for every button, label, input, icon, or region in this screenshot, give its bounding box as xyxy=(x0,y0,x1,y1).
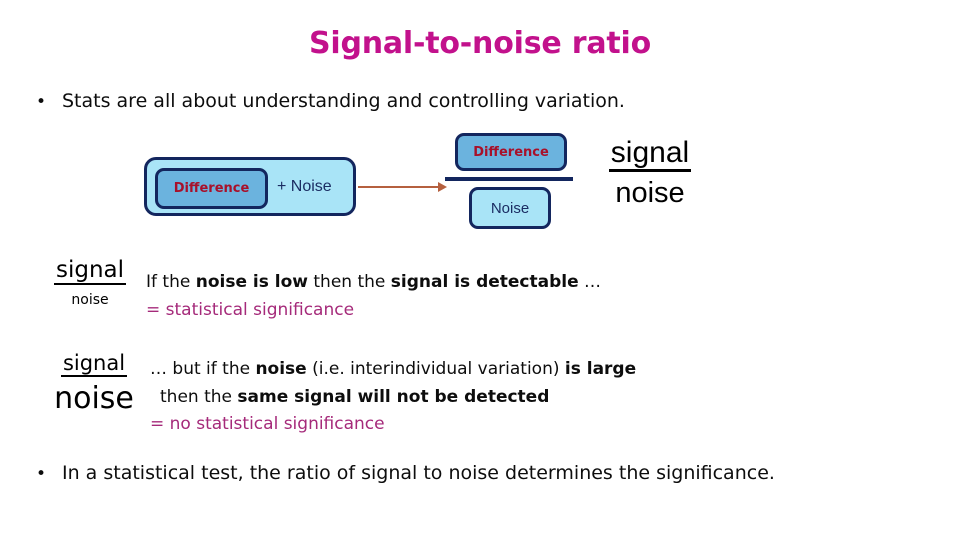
diagram-boxed-fraction: Difference Noise xyxy=(445,130,575,236)
explanation-1-line-1-a: If the xyxy=(146,272,196,292)
diagram-fraction-bar xyxy=(445,177,573,181)
bullet-bottom-text: In a statistical test, the ratio of sign… xyxy=(62,462,775,484)
explanation-2-line-1-b: noise xyxy=(255,359,307,379)
explanation-2-line-1: … but if the noise (i.e. interindividual… xyxy=(150,356,636,384)
diagram-fraction-numerator-label: Difference xyxy=(473,144,549,160)
explanation-2-fraction-numerator: signal xyxy=(60,352,128,378)
explanation-2-line-2: then the same signal will not be detecte… xyxy=(150,384,636,412)
explanation-1-fraction-denominator: noise xyxy=(71,292,109,309)
explanation-2-line-2-a: then the xyxy=(160,386,238,407)
diagram-plus-noise-label: + Noise xyxy=(277,177,332,195)
explanation-1-line-1-b: noise is low xyxy=(195,272,308,292)
explanation-2-line-1-c: (i.e. interindividual variation) xyxy=(306,359,565,379)
diagram-fraction-numerator-box: Difference xyxy=(455,133,567,171)
explanation-2-fraction-denominator: noise xyxy=(54,381,134,417)
explanation-2-line-1-d: is large xyxy=(564,359,637,379)
explanation-1-line-2: = statistical significance xyxy=(146,299,355,320)
diagram-outer-box: Difference + Noise xyxy=(144,157,356,216)
explanation-1-line-1: If the noise is low then the signal is d… xyxy=(146,269,601,297)
diagram-plain-fraction-numerator: signal xyxy=(608,138,692,172)
bullet-marker-icon: • xyxy=(36,92,47,112)
explanation-2-line-3: = no statistical significance xyxy=(150,414,385,435)
signal-noise-diagram: Difference + Noise Difference Noise sign… xyxy=(140,130,720,240)
diagram-inner-difference-box: Difference xyxy=(155,168,268,209)
explanation-2-fraction: signal noise xyxy=(42,352,146,415)
bullet-top-text: Stats are all about understanding and co… xyxy=(62,90,625,112)
diagram-plain-fraction: signal noise xyxy=(585,138,715,208)
explanation-1-text: If the noise is low then the signal is d… xyxy=(146,258,601,324)
bullet-top: • Stats are all about understanding and … xyxy=(36,90,625,112)
arrow-head xyxy=(438,182,447,192)
diagram-plain-fraction-denominator: noise xyxy=(615,177,685,209)
explanation-block-high-noise: signal noise … but if the noise (i.e. in… xyxy=(42,352,636,439)
explanation-2-line-2-b: same signal will not be detected xyxy=(237,386,550,407)
explanation-2-line-1-a: … but if the xyxy=(150,359,256,379)
explanation-2-text: … but if the noise (i.e. interindividual… xyxy=(150,352,636,439)
arrow-line xyxy=(358,186,440,188)
explanation-1-line-1-c: then the xyxy=(307,272,391,292)
page-title: Signal-to-noise ratio xyxy=(308,26,652,61)
diagram-fraction-denominator-box: Noise xyxy=(469,187,551,229)
diagram-fraction-denominator-label: Noise xyxy=(490,199,530,217)
explanation-1-line-1-d: signal is detectable xyxy=(390,272,579,292)
diagram-inner-difference-label: Difference xyxy=(173,181,250,196)
bullet-marker-icon: • xyxy=(36,464,47,484)
arrow-right-icon xyxy=(358,182,453,192)
explanation-block-low-noise: signal noise If the noise is low then th… xyxy=(42,258,601,324)
bullet-bottom: • In a statistical test, the ratio of si… xyxy=(36,462,775,484)
explanation-1-fraction-numerator: signal xyxy=(53,258,127,286)
explanation-1-fraction: signal noise xyxy=(42,258,138,308)
explanation-1-line-1-e: … xyxy=(578,272,602,292)
